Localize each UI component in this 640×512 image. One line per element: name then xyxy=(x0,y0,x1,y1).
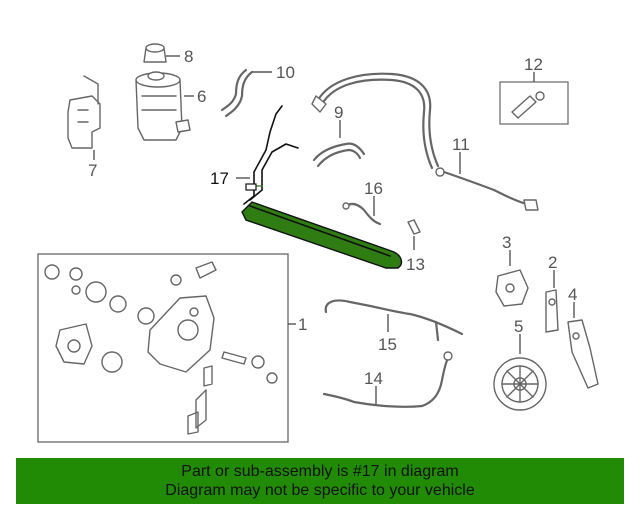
part-16-clamp[interactable]: 16 xyxy=(342,179,383,226)
callout-9: 9 xyxy=(334,103,343,122)
part-6-reservoir[interactable]: 6 xyxy=(135,71,206,141)
callout-6: 6 xyxy=(197,87,206,106)
part-11-pressure-hose[interactable]: 11 xyxy=(311,72,539,211)
callout-12: 12 xyxy=(524,55,543,74)
banner-line-2: Diagram may not be specific to your vehi… xyxy=(165,482,475,499)
part-7-bracket[interactable]: 7 xyxy=(67,75,101,180)
callout-17: 17 xyxy=(210,169,229,188)
part-8-reservoir-cap[interactable]: 8 xyxy=(143,43,193,66)
banner-line-1: Part or sub-assembly is #17 in diagram xyxy=(181,463,459,480)
callout-13: 13 xyxy=(406,255,425,274)
callout-8: 8 xyxy=(184,47,193,66)
callout-1: 1 xyxy=(298,315,307,334)
callout-3: 3 xyxy=(502,233,511,252)
callout-16: 16 xyxy=(364,179,383,198)
part-4-stay[interactable]: 4 xyxy=(567,285,599,389)
part-3-bracket[interactable]: 3 xyxy=(495,233,529,307)
part-17-power-steering-cooler[interactable]: 17 xyxy=(210,105,403,269)
callout-5: 5 xyxy=(514,317,523,336)
part-13-bolt[interactable]: 13 xyxy=(406,219,425,274)
part-9-hose[interactable]: 9 xyxy=(312,103,366,168)
callout-7: 7 xyxy=(88,161,97,180)
callout-15: 15 xyxy=(378,335,397,354)
callout-2: 2 xyxy=(548,253,557,272)
callout-14: 14 xyxy=(364,369,383,388)
part-5-pulley[interactable]: 5 xyxy=(493,317,547,411)
part-1-pump-assembly[interactable]: 1 xyxy=(37,253,307,443)
info-banner: Part or sub-assembly is #17 in diagram D… xyxy=(16,458,624,504)
part-10-hose[interactable]: 10 xyxy=(220,63,295,118)
part-12-valve[interactable]: 12 xyxy=(499,55,569,125)
part-2-plate[interactable]: 2 xyxy=(545,253,559,333)
callout-10: 10 xyxy=(276,63,295,82)
callout-4: 4 xyxy=(568,285,577,304)
part-15-return-line[interactable]: 15 xyxy=(324,299,464,354)
callout-11: 11 xyxy=(452,135,470,154)
part-14-return-hose[interactable]: 14 xyxy=(322,351,453,408)
